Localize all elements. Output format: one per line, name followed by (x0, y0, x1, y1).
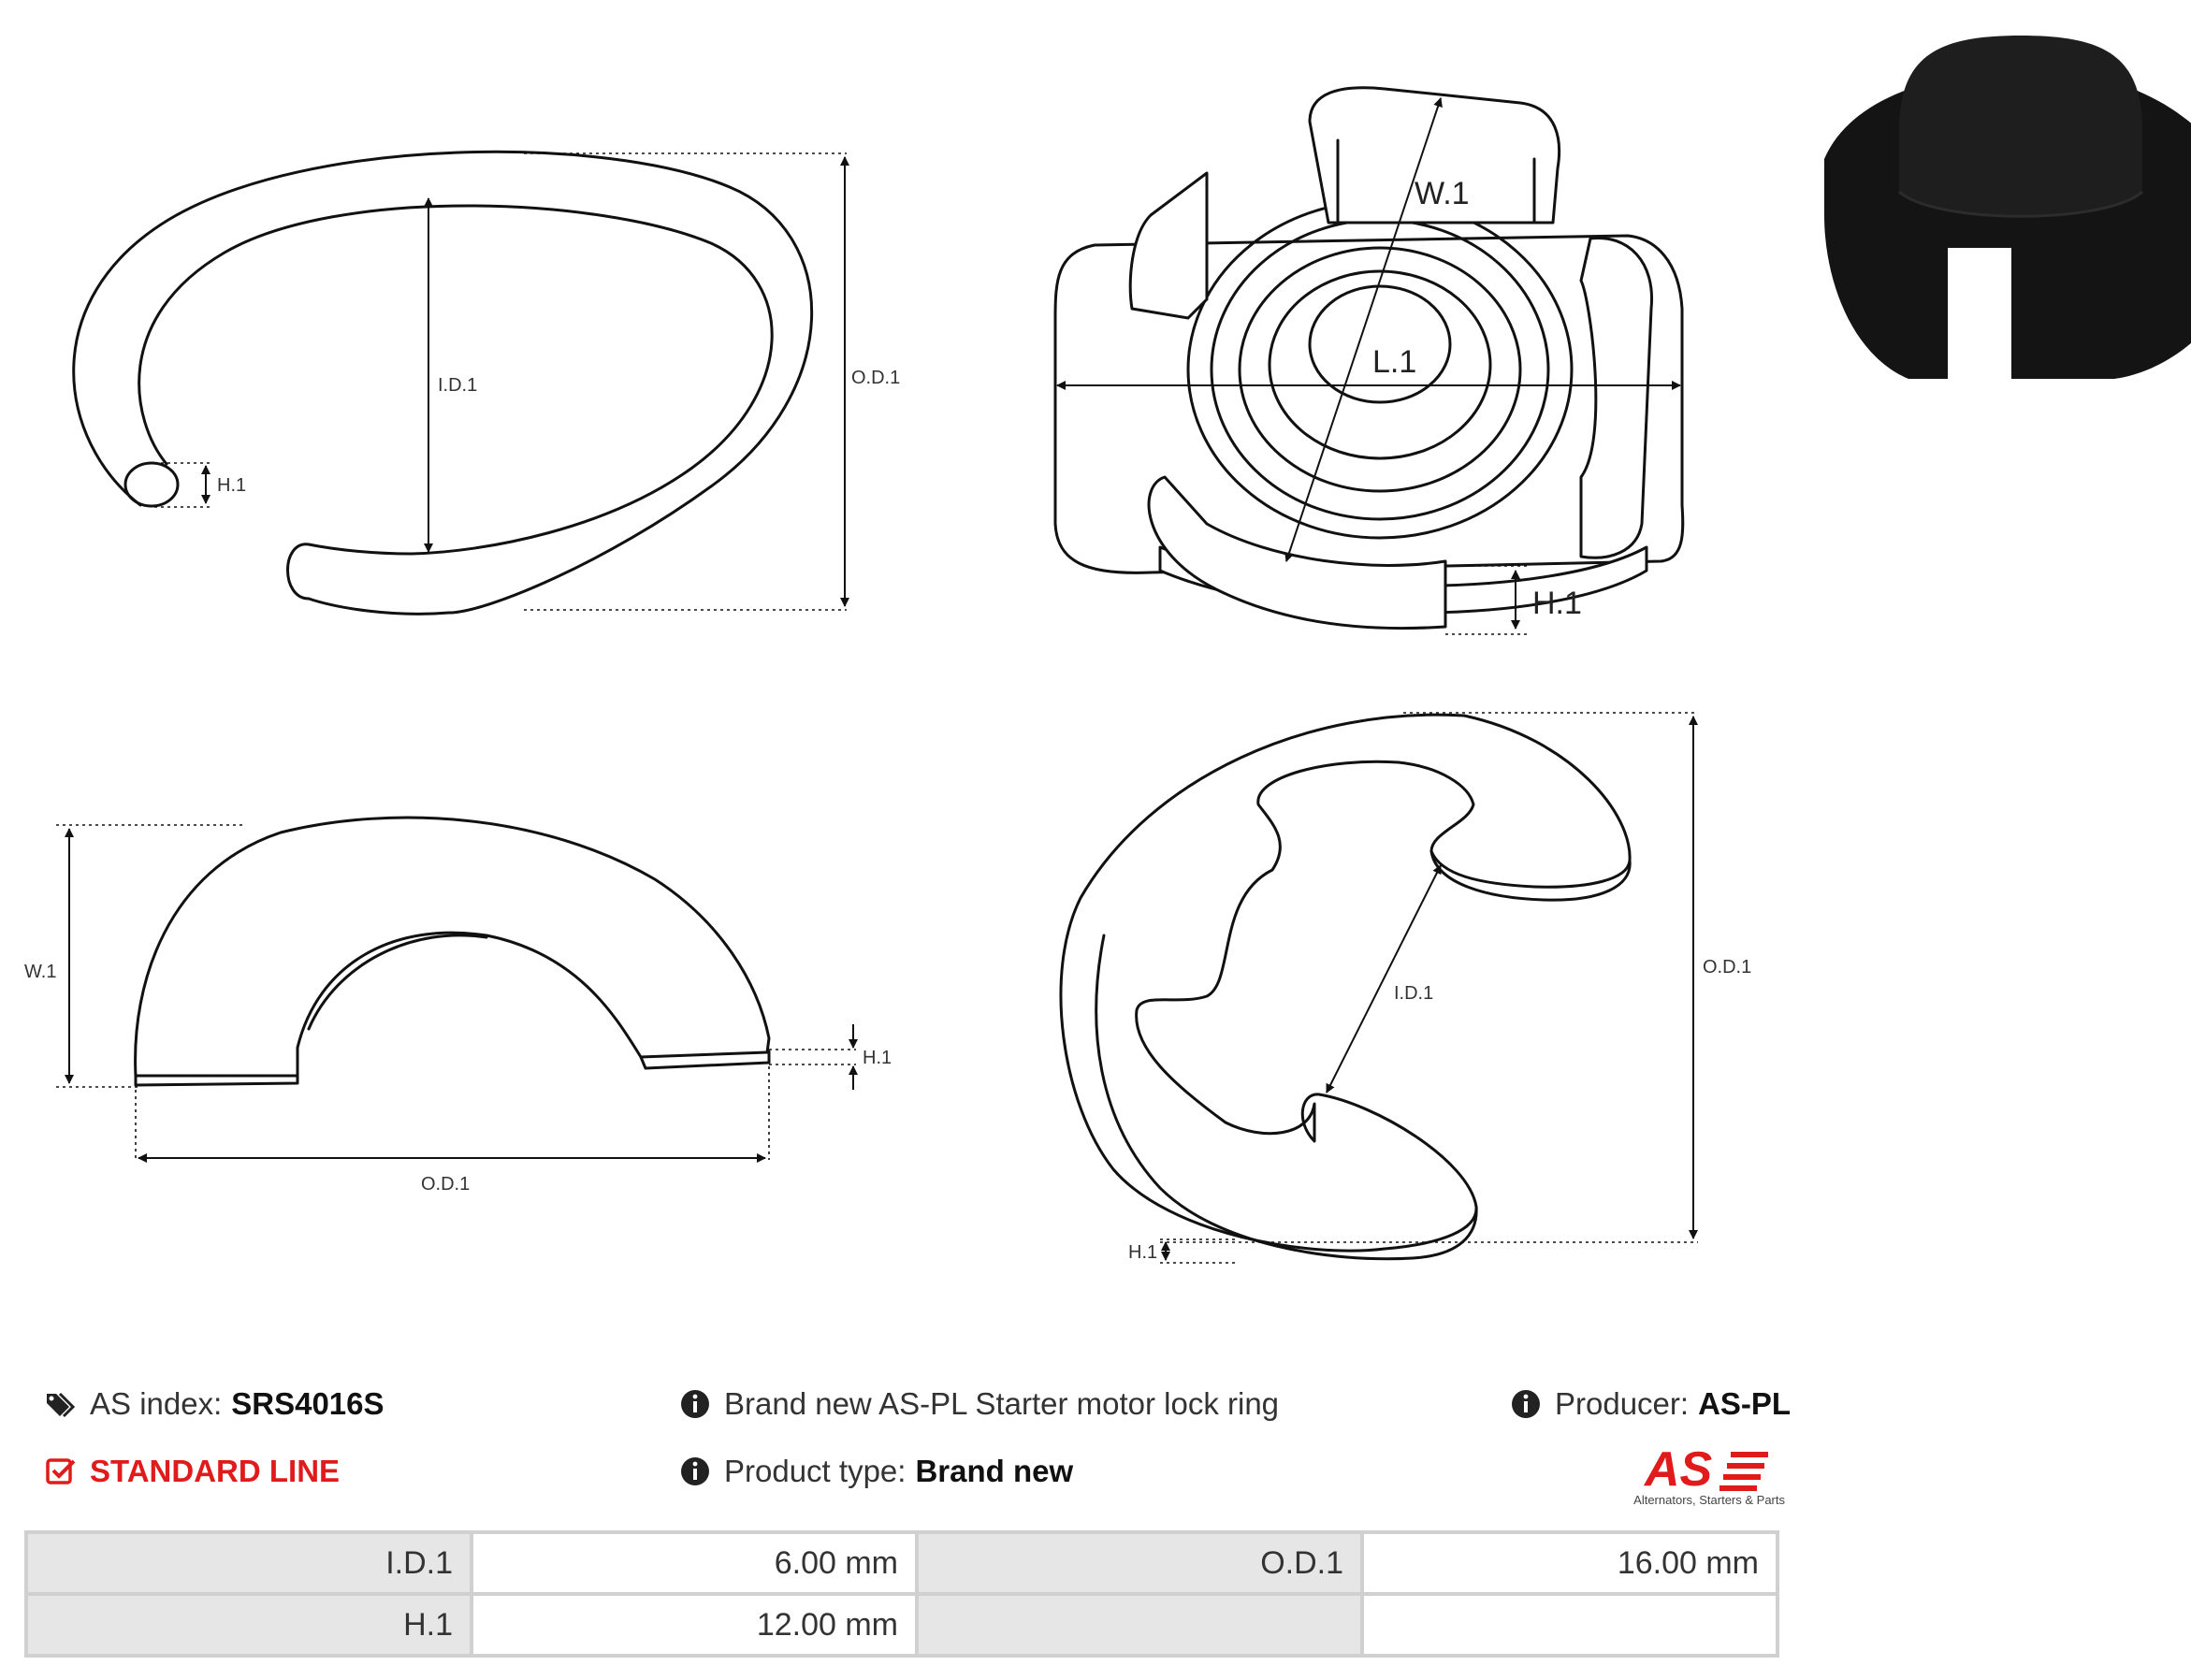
info-icon (681, 1390, 709, 1418)
standard-line-label: STANDARD LINE (90, 1454, 341, 1488)
table-row: H.1 12.00 mm (24, 1592, 1779, 1658)
spec-key: I.D.1 (24, 1530, 473, 1596)
as-logo-mark: AS (1643, 1442, 1768, 1497)
clip-top-view: O.D.1 I.D.1 H.1 (1059, 712, 1751, 1264)
spec-key: O.D.1 (915, 1530, 1364, 1596)
spec-value: 6.00 mm (470, 1530, 919, 1596)
ring-3d-h-label: H.1 (1532, 586, 1582, 621)
drawing-canvas: O.D.1 I.D.1 H.1 W.1 (24, 36, 2191, 1264)
spec-key: H.1 (24, 1592, 473, 1658)
ring-top-view: O.D.1 I.D.1 H.1 (72, 150, 900, 616)
description-row: Brand new AS-PL Starter motor lock ring (679, 1386, 1279, 1422)
as-index-label: AS index: (90, 1386, 223, 1421)
clip-od-label: O.D.1 (1703, 957, 1751, 978)
ring-3d-w-label: W.1 (1415, 176, 1470, 211)
logo-tagline: Alternators, Starters & Parts (1633, 1493, 1785, 1507)
technical-drawings: O.D.1 I.D.1 H.1 W.1 (24, 36, 2191, 1264)
checkbox-checked-icon (46, 1458, 76, 1484)
clip-id-label: I.D.1 (1394, 983, 1433, 1004)
product-type-label: Product type: (724, 1454, 907, 1488)
spec-value: 12.00 mm (470, 1592, 919, 1658)
product-type-value: Brand new (915, 1454, 1074, 1488)
side-h-label: H.1 (863, 1048, 892, 1068)
specs-table: I.D.1 6.00 mm O.D.1 16.00 mm H.1 12.00 m… (24, 1530, 1779, 1658)
spec-value: 16.00 mm (1360, 1530, 1779, 1596)
ring-id-label: I.D.1 (438, 375, 477, 396)
as-index-value: SRS4016S (231, 1386, 385, 1421)
tags-icon (47, 1392, 76, 1418)
spec-key (915, 1592, 1364, 1658)
ring-3d-l-label: L.1 (1372, 344, 1416, 380)
side-w-label: W.1 (24, 962, 56, 982)
ring-od-label: O.D.1 (851, 368, 900, 388)
as-index-row: AS index: SRS4016S (45, 1386, 385, 1422)
clip-h-label: H.1 (1128, 1242, 1157, 1263)
ring-h-label: H.1 (217, 475, 246, 496)
as-pl-logo: AS Alternators, Starters & Parts (1607, 1441, 1785, 1508)
logo-text: AS (1643, 1442, 1713, 1493)
table-row: I.D.1 6.00 mm O.D.1 16.00 mm (24, 1530, 1779, 1596)
producer-row: Producer: AS-PL (1510, 1386, 1791, 1422)
producer-label: Producer: (1555, 1386, 1690, 1421)
info-icon (681, 1457, 709, 1485)
side-od-label: O.D.1 (421, 1174, 470, 1195)
product-type-row: Product type: Brand new (679, 1454, 1073, 1489)
spec-value (1360, 1592, 1779, 1658)
ring-side-view: W.1 O.D.1 H.1 (24, 816, 892, 1195)
producer-value: AS-PL (1698, 1386, 1792, 1421)
product-photo (1824, 36, 2191, 384)
info-icon (1512, 1390, 1540, 1418)
product-description: Brand new AS-PL Starter motor lock ring (724, 1386, 1280, 1421)
standard-line-row: STANDARD LINE (45, 1454, 340, 1489)
ring-3d-view: W.1 L.1 H.1 (1053, 86, 1685, 635)
